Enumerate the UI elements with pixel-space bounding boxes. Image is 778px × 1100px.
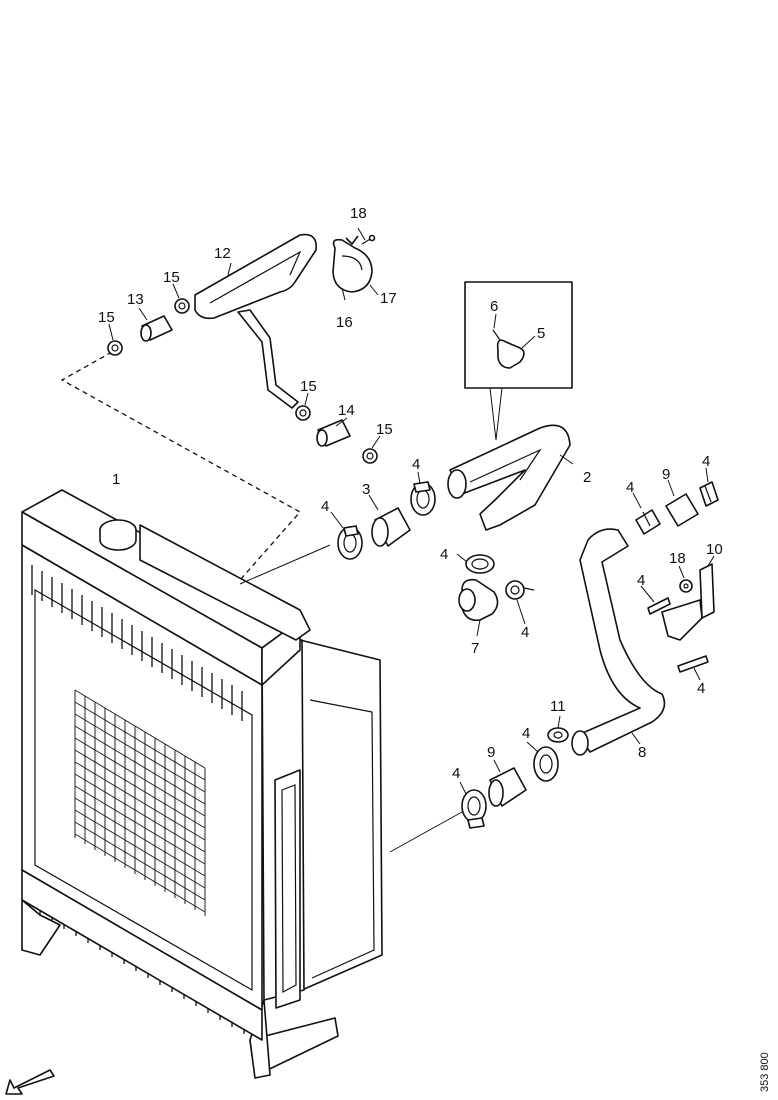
callout-15c: 15 <box>300 378 317 395</box>
callout-4b: 4 <box>412 456 420 473</box>
callout-1: 1 <box>112 471 120 488</box>
callout-11: 11 <box>550 698 566 715</box>
callout-9a: 9 <box>662 466 670 483</box>
callout-4c: 4 <box>440 546 448 563</box>
callout-5: 5 <box>537 325 545 342</box>
callout-2: 2 <box>583 469 591 486</box>
radiator-assembly <box>21 489 383 1079</box>
callout-8: 8 <box>638 744 646 761</box>
callout-7: 7 <box>471 640 479 657</box>
front-direction-arrow-icon <box>5 1069 55 1095</box>
callout-4i: 4 <box>522 725 530 742</box>
callout-16: 16 <box>336 314 353 331</box>
upper-fin-band <box>31 565 243 721</box>
upper-hose-group <box>239 281 574 637</box>
callout-18a: 18 <box>350 205 367 222</box>
callout-6: 6 <box>490 298 498 315</box>
callout-4g: 4 <box>637 572 645 589</box>
vent-pipe-group <box>60 227 381 581</box>
drawing-reference-number: 353 800 <box>759 1052 771 1092</box>
callout-3: 3 <box>362 481 370 498</box>
lower-hose-group <box>389 467 719 853</box>
callout-labels: 1 2 3 4 4 4 4 4 4 4 4 4 4 5 6 7 8 9 9 10… <box>98 205 723 782</box>
callout-10: 10 <box>706 541 723 558</box>
callout-15d: 15 <box>376 421 393 438</box>
callout-4e: 4 <box>626 479 634 496</box>
callout-4d: 4 <box>521 624 529 641</box>
callout-9b: 9 <box>487 744 495 761</box>
callout-15b: 15 <box>98 309 115 326</box>
callout-17: 17 <box>380 290 397 307</box>
callout-18b: 18 <box>669 550 686 567</box>
callout-15a: 15 <box>163 269 180 286</box>
callout-4h: 4 <box>697 680 705 697</box>
callout-4a: 4 <box>321 498 329 515</box>
callout-12: 12 <box>214 245 231 262</box>
callout-13: 13 <box>127 291 144 308</box>
core-mesh <box>74 689 206 916</box>
callout-4j: 4 <box>452 765 460 782</box>
callout-14: 14 <box>338 402 355 419</box>
callout-4f: 4 <box>702 453 710 470</box>
